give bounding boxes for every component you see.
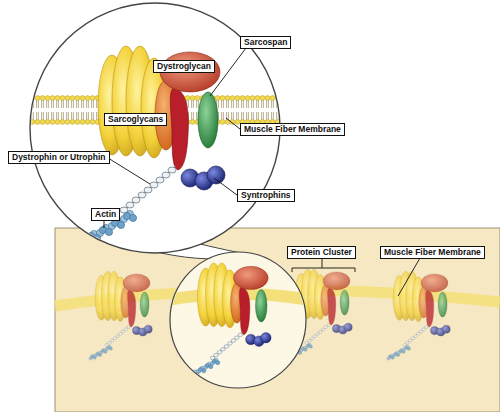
leader-line [398,258,420,296]
protein-cluster [84,46,225,244]
part-name: Dystroglycan [157,61,211,72]
part-name: Sarcoglycans [108,114,163,125]
zoom-content [28,46,284,244]
small-zoom-content [168,263,310,378]
part-label: Actin [91,208,120,221]
part-name: Sarcospan [244,37,287,48]
part-label: Sarcospan [240,36,291,49]
part-label: Dystrophin or Utrophin [8,151,110,164]
leader-line [214,178,237,195]
muscle-fiber-panel [55,228,500,412]
part-label: Muscle Fiber Membrane [380,246,485,259]
leader-line [226,118,240,129]
part-name: Protein Cluster [291,247,352,258]
part-name: Muscle Fiber Membrane [384,247,481,258]
leader-line [210,48,246,96]
part-name: Actin [95,209,116,220]
part-label: Syntrophins [237,189,295,202]
bracket [292,258,355,272]
part-label: Sarcoglycans [104,113,167,126]
part-name: Dystrophin or Utrophin [12,152,106,163]
protein-cluster [89,271,152,360]
part-label: Muscle Fiber Membrane [240,123,345,136]
part-name: Muscle Fiber Membrane [244,124,341,135]
protein-cluster [387,271,450,360]
protein-cluster [190,263,272,378]
part-label: Protein Cluster [287,246,356,259]
zoom-circle-small [170,252,306,388]
leader-lines [104,48,420,296]
leader-line [108,158,150,184]
part-name: Syntrophins [241,190,291,201]
part-label: Dystroglycan [153,60,215,73]
leader-line [104,221,105,228]
